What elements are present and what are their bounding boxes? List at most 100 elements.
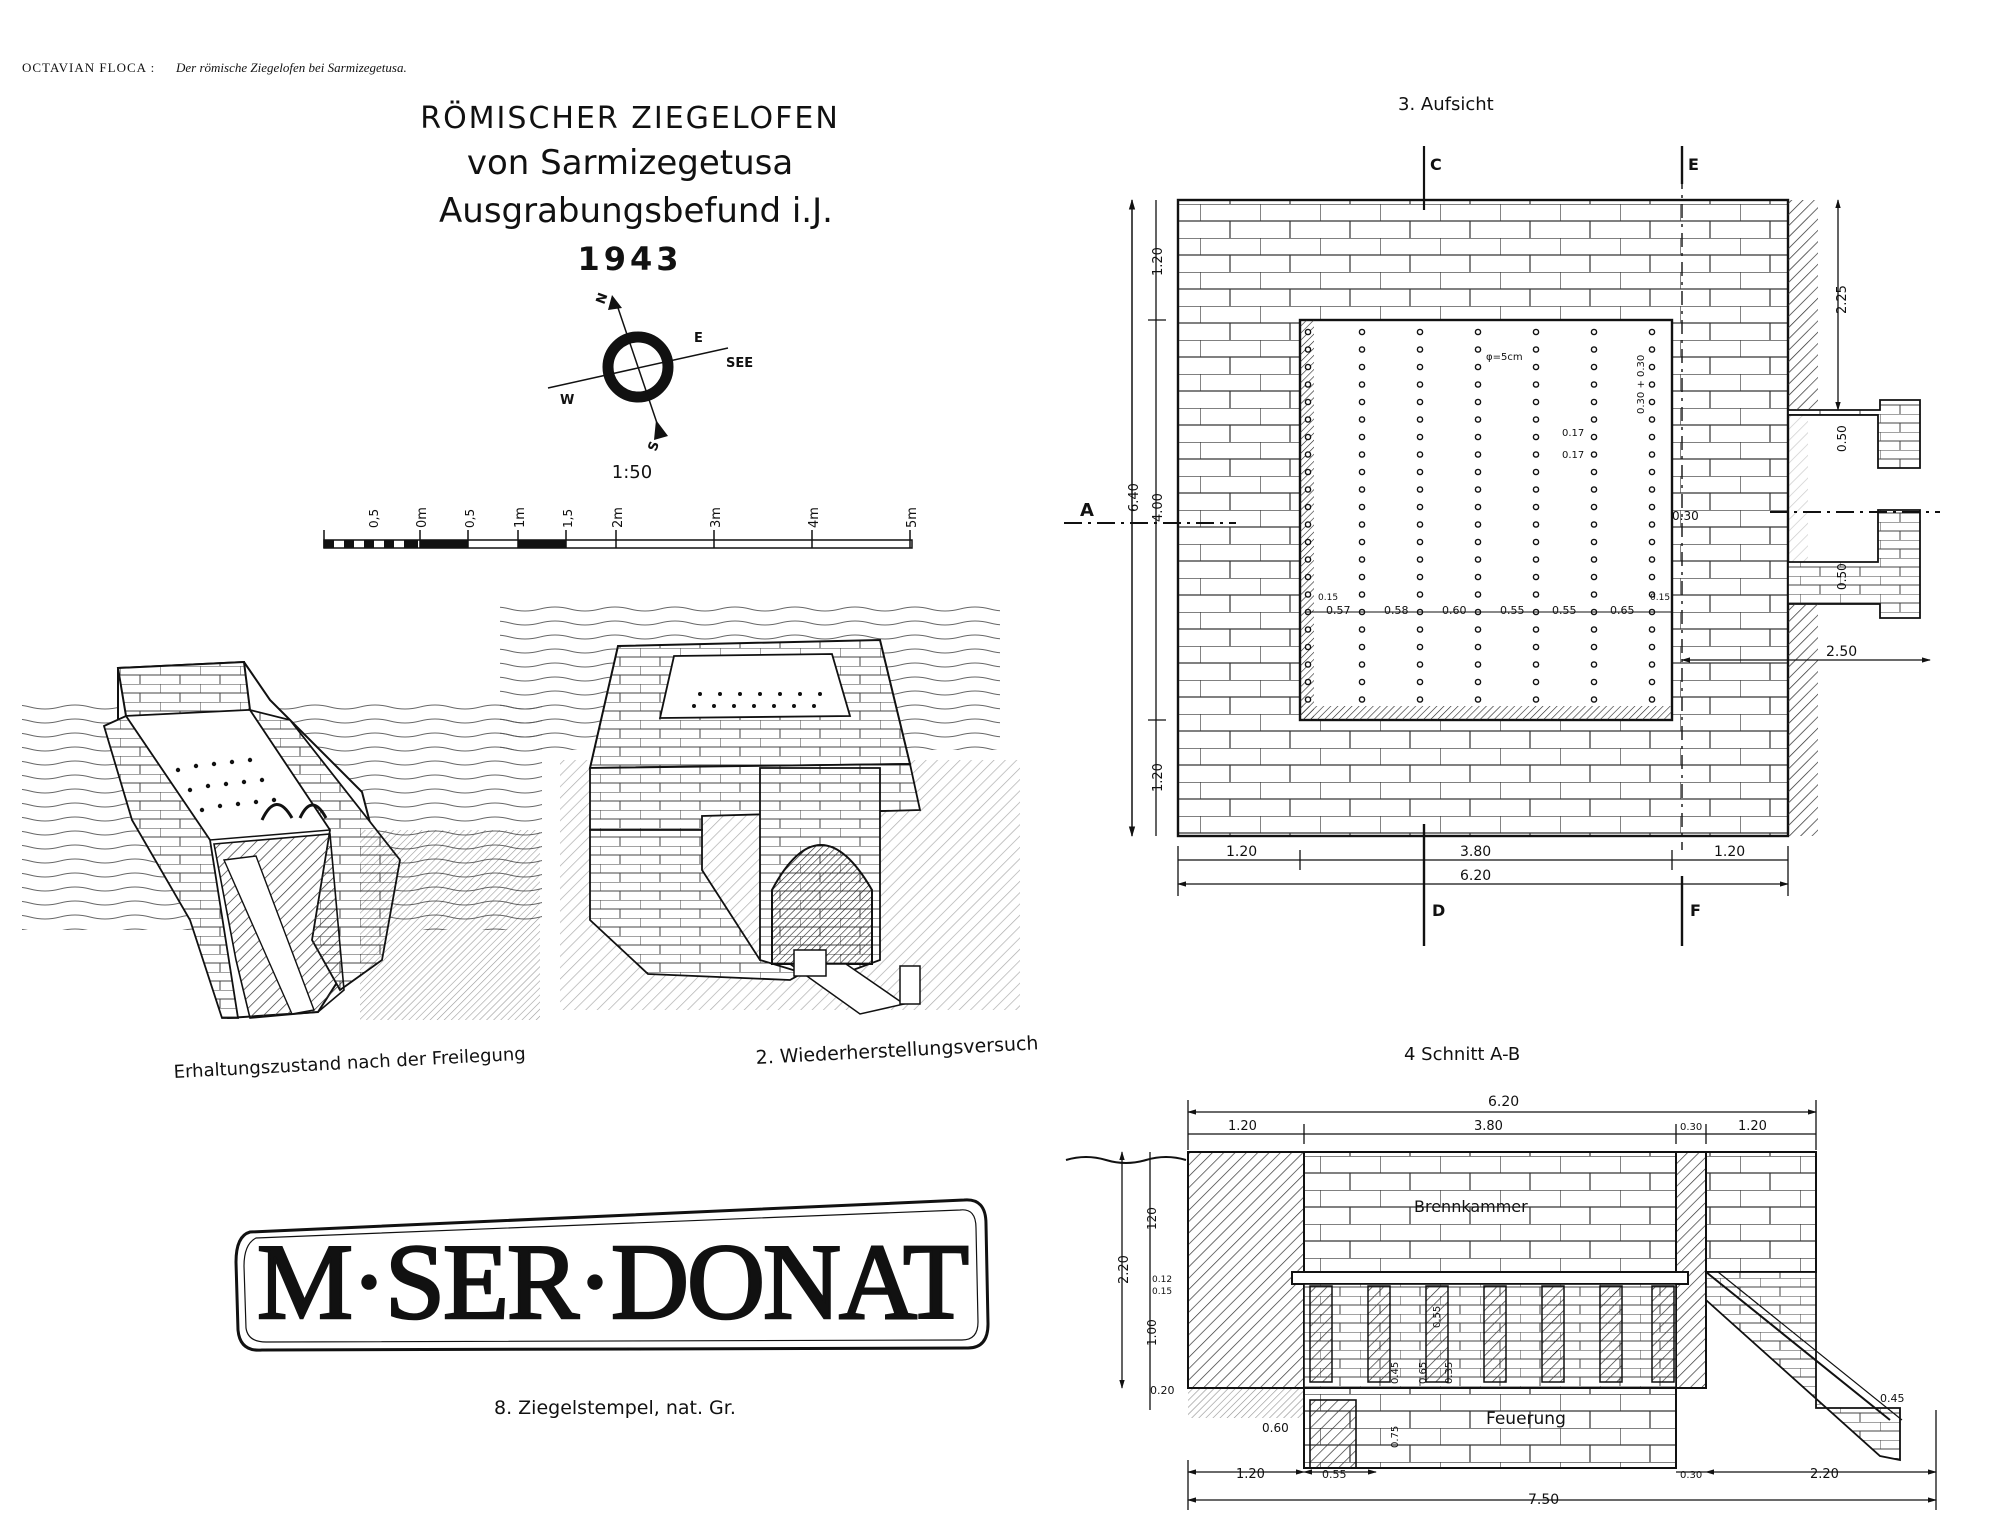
- plan-dim-grid-017b: 0.17: [1562, 450, 1584, 461]
- flue-hole: [1648, 451, 1656, 458]
- flue-hole: [1416, 363, 1424, 371]
- flue-hole: [1648, 696, 1656, 703]
- flue-hole: [1474, 521, 1482, 528]
- flue-hole: [1474, 328, 1482, 336]
- plan-dim-row-1: 0.58: [1384, 604, 1409, 617]
- flue-hole: [1590, 416, 1598, 423]
- flue-hole: [1304, 328, 1312, 336]
- flue-hole: [1416, 346, 1424, 353]
- flue-hole: [1590, 643, 1598, 651]
- flue-hole: [1590, 363, 1598, 371]
- flue-hole: [1358, 556, 1366, 563]
- section-dim-right-045: 0.45: [1880, 1392, 1905, 1405]
- flue-pier: [1367, 1285, 1391, 1383]
- flue-hole: [1358, 661, 1366, 668]
- plan-section-a: A: [1080, 500, 1094, 521]
- flue-hole: [1590, 521, 1598, 528]
- plan-dim-row-0: 0.57: [1326, 604, 1351, 617]
- flue-hole: [1648, 678, 1656, 686]
- plan-dim-left-total: 6.40: [1127, 483, 1142, 512]
- flue-hole: [1532, 328, 1540, 336]
- flue-hole: [1532, 398, 1540, 406]
- flue-hole: [1358, 696, 1366, 703]
- flue-hole: [1648, 538, 1656, 546]
- flue-hole: [1358, 451, 1366, 458]
- flue-hole: [1532, 556, 1540, 563]
- section-dim-bot-750: 7.50: [1528, 1492, 1559, 1508]
- compass-w: W: [560, 393, 574, 408]
- flue-hole: [1358, 521, 1366, 528]
- section-dim-in-045: 0.45: [1390, 1362, 1401, 1384]
- flue-hole: [1648, 503, 1656, 511]
- flue-hole: [1304, 486, 1312, 493]
- flue-hole: [1304, 451, 1312, 458]
- flue-hole: [1474, 503, 1482, 511]
- flue-hole: [1648, 328, 1656, 336]
- flue-hole: [1532, 643, 1540, 651]
- flue-hole: [1532, 538, 1540, 546]
- flue-hole: [1474, 416, 1482, 423]
- flue-hole: [1304, 556, 1312, 563]
- plan-dim-bottom-380: 3.80: [1460, 844, 1491, 860]
- scale-label-8: 5m: [905, 507, 920, 528]
- section-dim-in-075: 0.75: [1390, 1426, 1401, 1448]
- fig2-reconstruction-sketch: [500, 600, 1020, 1015]
- flue-hole: [1590, 503, 1598, 511]
- scale-label-1: 0m: [415, 507, 430, 528]
- flue-hole: [1304, 398, 1312, 406]
- plan-dim-left-mid: 4.00: [1151, 493, 1166, 522]
- flue-hole: [1304, 433, 1312, 441]
- flue-hole: [1304, 626, 1312, 633]
- flue-hole: [1532, 416, 1540, 423]
- flue-hole: [1532, 433, 1540, 441]
- flue-hole: [1474, 661, 1482, 668]
- flue-hole: [1304, 678, 1312, 686]
- flue-hole: [1358, 573, 1366, 581]
- section-dim-bot-120: 1.20: [1236, 1467, 1265, 1482]
- flue-hole: [1416, 626, 1424, 633]
- section-dim-bot-220: 2.20: [1810, 1467, 1839, 1482]
- flue-hole: [1474, 468, 1482, 476]
- flue-hole: [1474, 398, 1482, 406]
- fig4-section-view: Brennkammer Feuerung 6.20 1.20 3.80 0.30…: [1065, 1094, 1937, 1510]
- flue-hole: [1416, 678, 1424, 686]
- flue-hole: [1416, 696, 1424, 703]
- plan-dim-grid-017a: 0.17: [1562, 428, 1584, 439]
- flue-hole: [1416, 486, 1424, 493]
- plan-dim-left-bot: 1.20: [1151, 763, 1166, 792]
- title-line1: RÖMISCHER ZIEGELOFEN: [420, 100, 840, 136]
- section-dim-left-020: 0.20: [1150, 1384, 1175, 1397]
- flue-hole: [1474, 363, 1482, 371]
- flue-hole: [1590, 556, 1598, 563]
- flue-hole: [1648, 346, 1656, 353]
- flue-hole: [1590, 678, 1598, 686]
- scale-ratio: 1:50: [612, 462, 652, 483]
- flue-hole: [1474, 486, 1482, 493]
- flue-hole: [1474, 556, 1482, 563]
- flue-hole: [1416, 433, 1424, 441]
- flue-holes: [1304, 328, 1656, 703]
- flue-hole: [1590, 573, 1598, 581]
- flue-hole: [1590, 626, 1598, 633]
- compass-rose: N E SEE W S: [547, 291, 753, 453]
- flue-hole: [1532, 696, 1540, 703]
- flue-hole: [1590, 381, 1598, 388]
- flue-hole: [1532, 381, 1540, 388]
- flue-hole: [1304, 643, 1312, 651]
- flue-hole: [1648, 468, 1656, 476]
- flue-hole: [1532, 591, 1540, 598]
- flue-hole: [1416, 643, 1424, 651]
- flue-hole: [1358, 503, 1366, 511]
- fig8-brick-stamp: M·SER·DONAT: [234, 1198, 990, 1352]
- fig8-caption: 8. Ziegelstempel, nat. Gr.: [494, 1397, 736, 1419]
- section-dim-top-120a: 1.20: [1228, 1119, 1257, 1134]
- flue-hole: [1648, 556, 1656, 563]
- flue-hole: [1532, 346, 1540, 353]
- flue-hole: [1474, 346, 1482, 353]
- flue-hole: [1532, 661, 1540, 668]
- flue-hole: [1358, 678, 1366, 686]
- fig3-plan-view: A C E D F 1.20 4.00 1.20 6.40 2.25 0.50 …: [1064, 146, 1940, 946]
- title-block: RÖMISCHER ZIEGELOFEN von Sarmizegetusa A…: [420, 100, 840, 278]
- fig1-preserved-state-sketch: [22, 660, 542, 1020]
